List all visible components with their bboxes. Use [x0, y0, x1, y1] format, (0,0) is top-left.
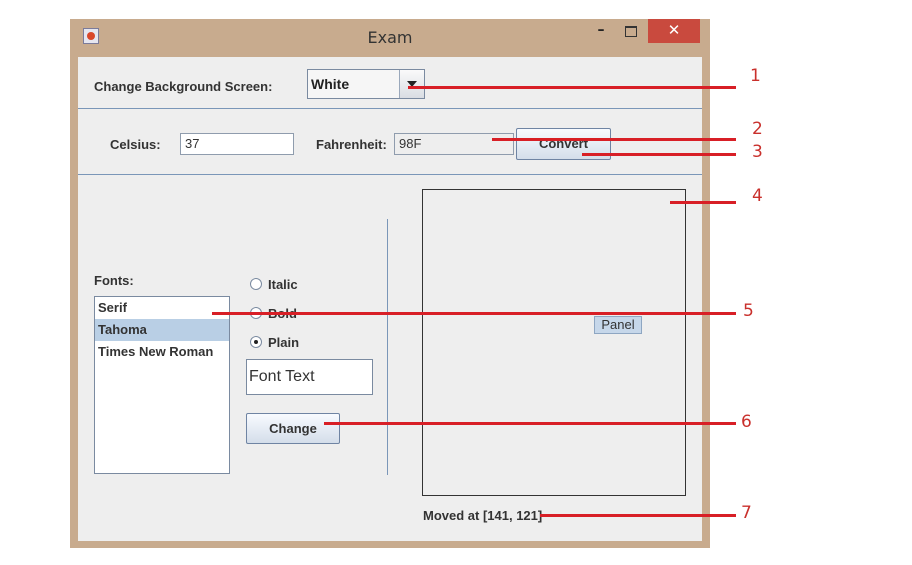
callout-number-2: 2 — [752, 119, 763, 139]
maximize-button[interactable] — [618, 19, 644, 43]
callout-number-4: 4 — [752, 186, 763, 206]
close-button[interactable]: ✕ — [648, 19, 700, 43]
callout-number-1: 1 — [750, 66, 761, 86]
title-bar[interactable]: Exam – ✕ — [70, 19, 710, 57]
exam-window: Exam – ✕ Change Background Screen: White… — [70, 19, 710, 548]
callout-number-5: 5 — [743, 301, 754, 321]
vertical-separator — [387, 219, 388, 475]
italic-radio-label: Italic — [268, 277, 298, 292]
content-pane: Change Background Screen: White Celsius:… — [78, 57, 702, 541]
callout-line-5 — [212, 312, 736, 315]
callout-number-7: 7 — [741, 503, 752, 523]
callout-line-2 — [492, 138, 736, 141]
celsius-field[interactable]: 37 — [180, 133, 294, 155]
callout-line-7 — [540, 514, 736, 517]
java-cup-icon — [83, 28, 99, 44]
minimize-button[interactable]: – — [597, 22, 605, 38]
radio-icon — [250, 278, 262, 290]
list-item[interactable]: Times New Roman — [98, 344, 214, 359]
fonts-list[interactable]: Serif Tahoma Times New Roman — [94, 296, 230, 474]
fahrenheit-label: Fahrenheit: — [316, 137, 387, 152]
list-item[interactable]: Serif — [98, 300, 127, 315]
callout-line-6 — [324, 422, 736, 425]
callout-line-1 — [408, 86, 736, 89]
list-item[interactable]: Tahoma — [95, 319, 229, 341]
plain-radio-label: Plain — [268, 335, 300, 350]
maximize-icon — [625, 26, 637, 37]
separator-middle — [78, 174, 702, 175]
status-label: Moved at [141, 121] — [423, 508, 543, 523]
fahrenheit-field[interactable]: 98F — [394, 133, 514, 155]
drag-panel-area[interactable]: Panel — [422, 189, 686, 496]
callout-number-6: 6 — [741, 412, 752, 432]
background-label: Change Background Screen: — [94, 79, 273, 94]
draggable-panel[interactable]: Panel — [594, 316, 642, 334]
callout-line-3 — [582, 153, 736, 156]
change-button[interactable]: Change — [246, 413, 340, 444]
background-combo[interactable]: White — [307, 69, 425, 99]
radio-selected-icon — [250, 336, 262, 348]
fonts-label: Fonts: — [94, 273, 134, 288]
window-title: Exam — [367, 28, 413, 47]
separator-top — [78, 108, 702, 109]
callout-line-4 — [670, 201, 736, 204]
font-text-field[interactable]: Font Text — [246, 359, 373, 395]
celsius-label: Celsius: — [110, 137, 161, 152]
chevron-down-icon[interactable] — [399, 70, 424, 98]
background-combo-value: White — [311, 76, 350, 92]
callout-number-3: 3 — [752, 142, 763, 162]
